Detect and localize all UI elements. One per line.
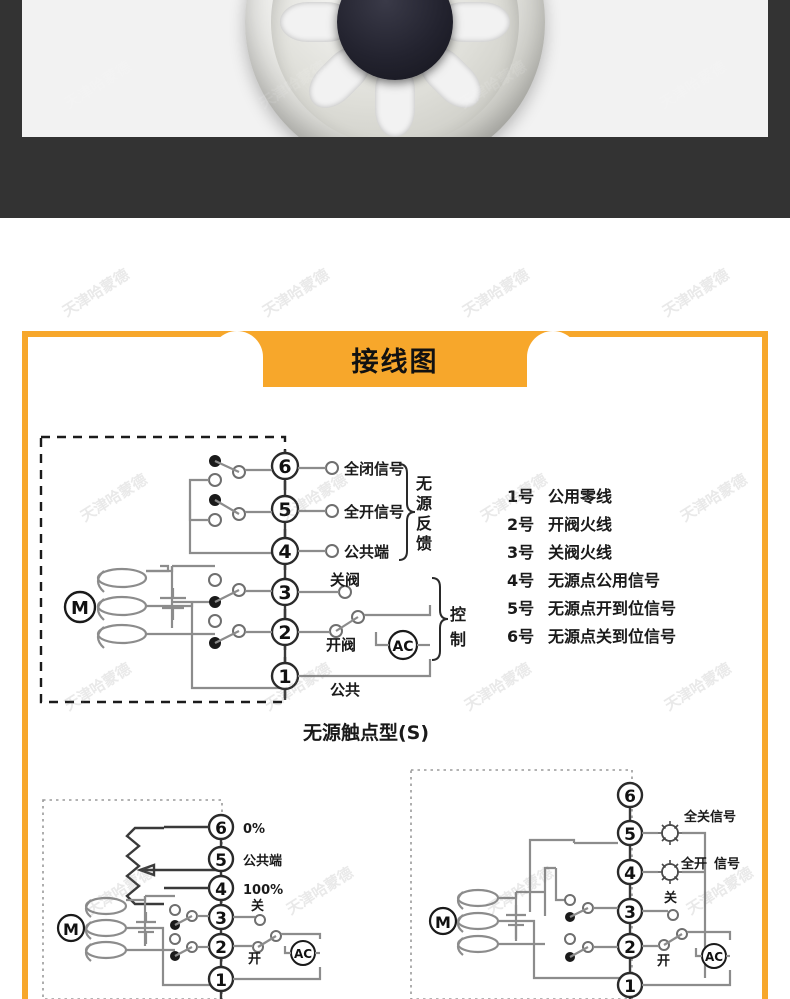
product-photo-band — [0, 0, 790, 218]
valve-actuator-hub-image — [245, 0, 545, 137]
product-photo-panel — [22, 0, 768, 137]
watermark: 天津哈蒙德 — [59, 265, 133, 321]
watermark: 天津哈蒙德 — [459, 265, 533, 321]
tab-shoulder-left — [211, 331, 263, 383]
section-title-tab: 接线图 — [263, 331, 527, 387]
watermark: 天津哈蒙德 — [259, 265, 333, 321]
wiring-diagram-frame — [22, 331, 768, 999]
tab-shoulder-right — [527, 331, 579, 383]
watermark: 天津哈蒙德 — [659, 265, 733, 321]
section-title-text: 接线图 — [351, 346, 439, 378]
